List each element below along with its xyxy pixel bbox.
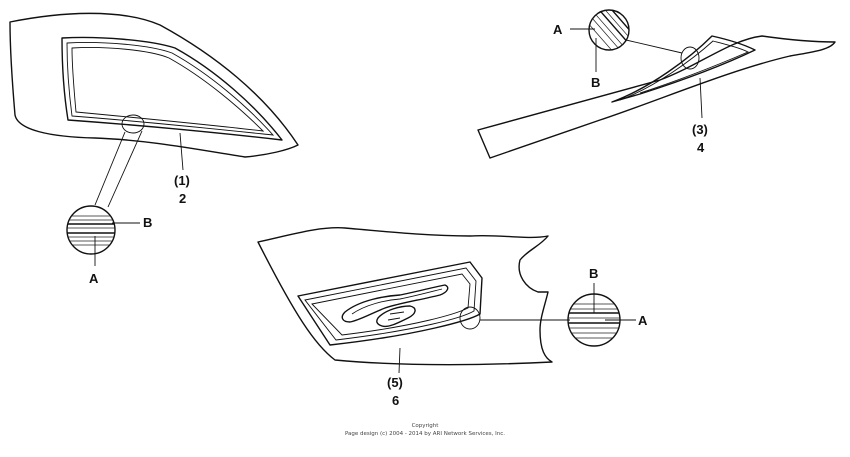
emblem-panel: [257, 227, 570, 374]
detail-2-label-b: B: [591, 75, 600, 90]
trim-strip-right: [477, 35, 836, 159]
emblem-logo: [341, 284, 449, 328]
detail-3-label-a: A: [638, 313, 648, 328]
part-1-ref: (1): [174, 173, 190, 188]
part-2-ref: (3): [692, 122, 708, 137]
detail-circle-3: [567, 283, 636, 347]
detail-2-label-a: A: [553, 22, 563, 37]
part-3-ref: (5): [387, 375, 403, 390]
side-cover-left: [9, 12, 299, 208]
part-2-number: 4: [697, 140, 705, 155]
detail-1-label-a: A: [89, 271, 99, 286]
part-1-number: 2: [179, 191, 186, 206]
detail-1-label-b: B: [143, 215, 152, 230]
part-3-number: 6: [392, 393, 399, 408]
detail-circle-2: [570, 9, 630, 72]
copyright-title: Copyright: [412, 423, 440, 429]
copyright-notice: Page design (c) 2004 - 2014 by ARI Netwo…: [345, 431, 505, 437]
detail-circle-1: [66, 205, 140, 266]
detail-3-label-b: B: [589, 266, 598, 281]
